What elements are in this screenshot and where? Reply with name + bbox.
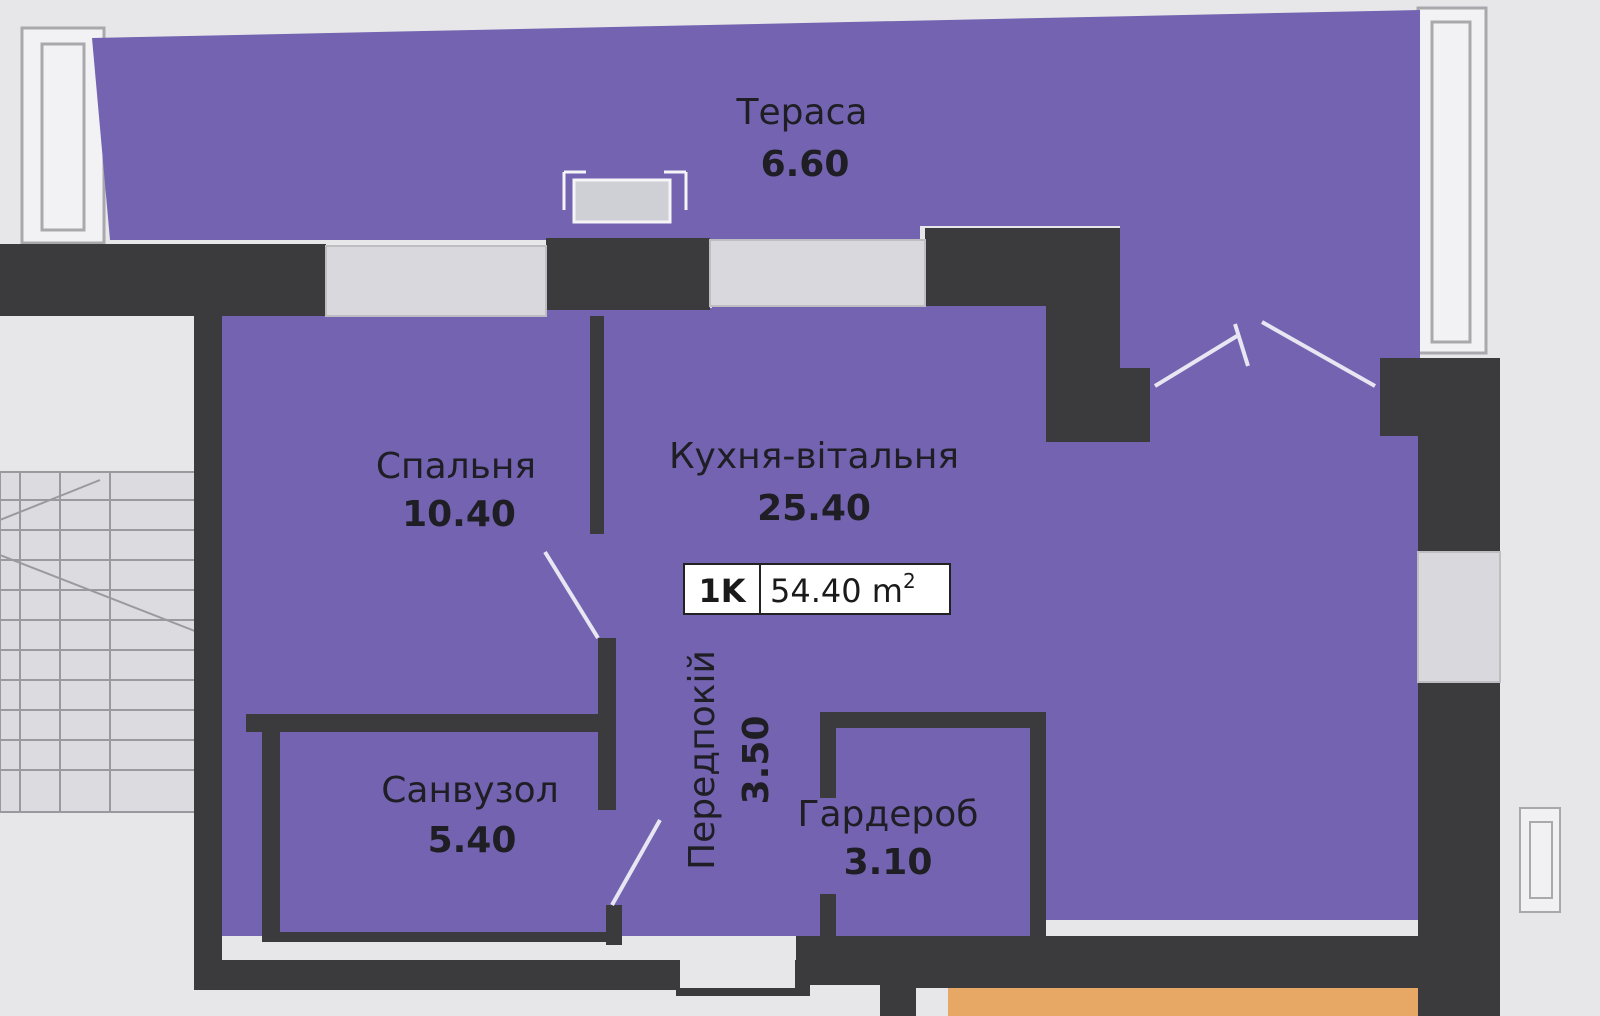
bedroom-area: 10.40 — [402, 494, 516, 535]
windows — [325, 239, 1501, 683]
apartment-badge: 1K 54.40 m2 — [683, 563, 951, 615]
terrace-railing-left — [20, 26, 106, 245]
adjacent-unit — [948, 988, 1418, 1016]
terrace-window — [562, 170, 688, 224]
room-interior — [220, 300, 1418, 936]
door-swings — [543, 320, 1376, 906]
hallway-area: 3.50 — [736, 716, 777, 805]
label-wardrobe: Гардероб 3.10 — [798, 794, 979, 883]
hallway-name: Передпокій — [682, 650, 723, 870]
bathroom-name: Санвузол — [381, 770, 558, 811]
kitchen-living-area: 25.40 — [757, 488, 871, 529]
walls — [0, 228, 1500, 1016]
terrace-area: 6.60 — [761, 144, 850, 185]
apartment-total-area: 54.40 m2 — [770, 569, 916, 610]
label-kitchen-living: Кухня-вітальня 25.40 — [669, 436, 959, 529]
terrace-railing-right — [1416, 6, 1488, 355]
wardrobe-area: 3.10 — [844, 842, 933, 883]
kitchen-living-name: Кухня-вітальня — [669, 436, 959, 477]
label-terrace: Тераса 6.60 — [736, 92, 868, 185]
terrace-name: Тераса — [736, 92, 868, 133]
bathroom-area: 5.40 — [428, 820, 517, 861]
label-hallway: Передпокій 3.50 — [682, 650, 777, 870]
apartment-type: 1K — [698, 572, 746, 610]
side-window — [1519, 807, 1561, 913]
stairwell — [0, 471, 206, 813]
bedroom-name: Спальня — [376, 446, 536, 487]
room-terrace — [92, 10, 1420, 372]
wardrobe-name: Гардероб — [798, 794, 979, 835]
label-bedroom: Спальня 10.40 — [376, 446, 536, 535]
label-bathroom: Санвузол 5.40 — [381, 770, 558, 861]
